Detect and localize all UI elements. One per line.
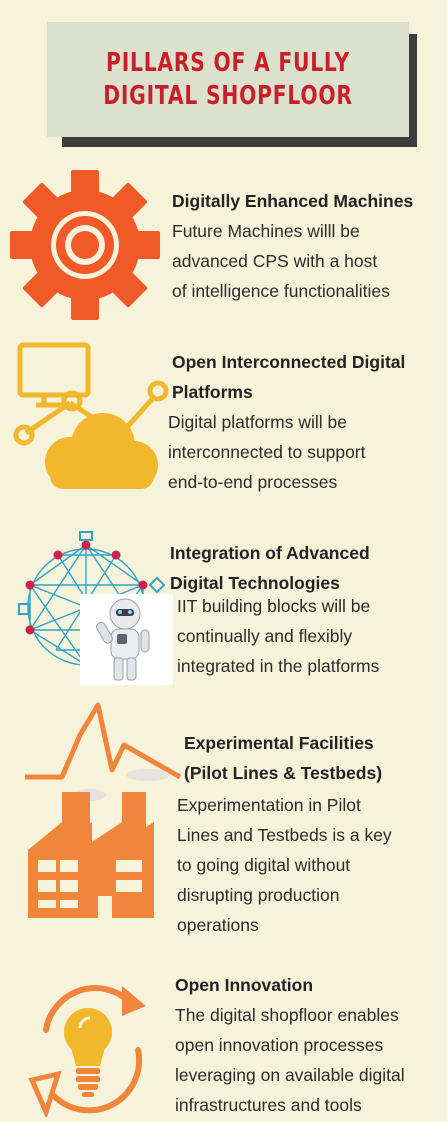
pillar-5-text: Open Innovation The digital shopfloor en… (175, 970, 405, 1120)
pillar-2-text: Open Interconnected Digital Platforms (172, 347, 405, 407)
network-robot-icon (18, 530, 173, 685)
pillar-4-body-line: Lines and Testbeds is a key (177, 825, 392, 845)
pillar-2-body-line: end-to-end processes (168, 472, 338, 492)
factory-icon (20, 700, 185, 922)
pillar-open-interconnected-platforms: Open Interconnected Digital Platforms Di… (0, 335, 447, 505)
pillar-4-heading: (Pilot Lines & Testbeds) (184, 763, 383, 783)
robot-icon (96, 598, 150, 681)
pillar-4-body-line: to going digital without (177, 855, 351, 875)
pillar-3-text: Integration of Advanced Digital Technolo… (170, 538, 370, 598)
pillar-3-body-line: integrated in the platforms (177, 656, 380, 676)
pillar-4-body-line: Experimentation in Pilot (177, 795, 361, 815)
pillar-1-body-line: advanced CPS with a host (172, 251, 378, 271)
pillar-4-body-line: operations (177, 915, 259, 935)
pillar-integration-advanced-technologies: Integration of Advanced Digital Technolo… (0, 530, 447, 690)
pillar-1-body-line: Future Machines willl be (172, 221, 360, 241)
pillar-4-body-line: disrupting production (177, 885, 340, 905)
pillar-4-text: Experimental Facilities (Pilot Lines & T… (184, 728, 382, 788)
pillar-experimental-facilities: Experimental Facilities (Pilot Lines & T… (0, 700, 447, 935)
title-line-1: PILLARS OF A FULLY (106, 47, 350, 78)
connected-cloud-icon (8, 337, 170, 497)
pillar-5-heading: Open Innovation (175, 975, 314, 995)
pillar-3-body-line: continually and flexibly (177, 626, 353, 646)
pillar-1-body-line: of intelligence functionalities (172, 281, 390, 301)
pillar-2-heading: Platforms (172, 382, 253, 402)
gear-icon (10, 170, 160, 320)
pillar-2-body-line: interconnected to support (168, 442, 366, 462)
pillar-open-innovation: Open Innovation The digital shopfloor en… (0, 960, 447, 1120)
pillar-5-body-line: infrastructures and tools (175, 1095, 362, 1115)
pillar-2-body-line: Digital platforms will be (168, 412, 347, 432)
pillar-3-heading: Integration of Advanced (170, 543, 370, 563)
pillar-3-heading: Digital Technologies (170, 573, 340, 593)
pillar-1-text: Digitally Enhanced Machines Future Machi… (172, 186, 413, 306)
pillar-2-heading: Open Interconnected Digital (172, 352, 406, 372)
title-box: PILLARS OF A FULLY DIGITAL SHOPFLOOR (47, 22, 409, 137)
title-line-2: DIGITAL SHOPFLOOR (103, 80, 353, 111)
pillar-2-body: Digital platforms will be interconnected… (168, 407, 366, 497)
pillar-1-heading: Digitally Enhanced Machines (172, 191, 414, 211)
pillar-5-body-line: The digital shopfloor enables (175, 1005, 399, 1025)
pillar-5-body-line: leveraging on available digital (175, 1065, 405, 1085)
pillar-3-body-line: IIT building blocks will be (177, 596, 371, 616)
pillar-4-body: Experimentation in Pilot Lines and Testb… (177, 790, 392, 940)
lightbulb-cycle-icon (18, 980, 158, 1120)
pillar-digitally-enhanced-machines: Digitally Enhanced Machines Future Machi… (0, 170, 447, 320)
page-title: PILLARS OF A FULLY DIGITAL SHOPFLOOR (103, 47, 353, 113)
pillar-4-heading: Experimental Facilities (184, 733, 374, 753)
pillar-3-body: IIT building blocks will be continually … (177, 591, 379, 681)
pillar-5-body-line: open innovation processes (175, 1035, 384, 1055)
